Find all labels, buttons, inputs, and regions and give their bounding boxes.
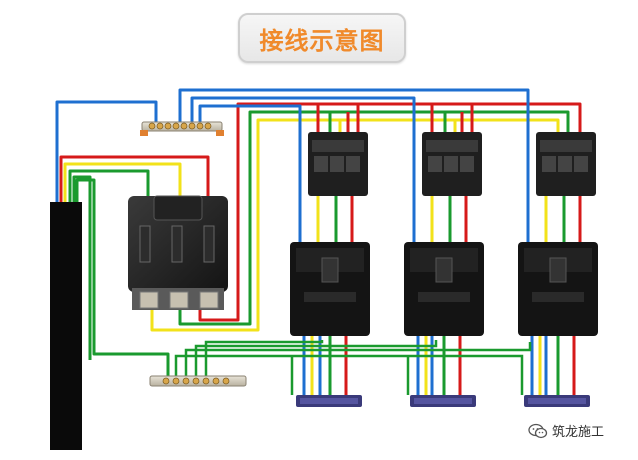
bus-blue [178,88,548,395]
fuse-unit-3 [536,132,596,196]
wire-ground-in [75,178,170,378]
breaker-2 [404,242,484,336]
wire-neutral-in [55,100,158,202]
breaker-1 [290,242,370,336]
output-terminal-block-1 [296,395,362,407]
title-box: 接线示意图 [238,13,406,63]
bus-green [178,110,570,326]
bus-blue-2 [190,96,434,395]
wechat-icon [528,423,548,438]
output-terminal-block-2 [410,395,476,407]
neutral-terminal-bar [140,121,224,136]
bus-red [198,102,582,322]
fuse-unit-2 [422,132,482,196]
breaker-3 [518,242,598,336]
output-terminal-block-3 [524,395,590,407]
wire-phase-green-in [68,169,150,202]
watermark: 筑龙施工 [528,421,604,440]
incoming-cable [50,202,82,450]
watermark-text: 筑龙施工 [552,425,605,440]
ground-terminal-bar [149,375,247,387]
wire-phase-yellow-in [63,162,182,202]
fuse-unit-1 [308,132,368,196]
bus-yellow [150,118,560,332]
wire-ground-in-b [72,175,92,360]
main-knife-switch [128,195,228,310]
wire-phase-red-in [59,155,210,202]
diagram-title: 接线示意图 [259,26,385,55]
